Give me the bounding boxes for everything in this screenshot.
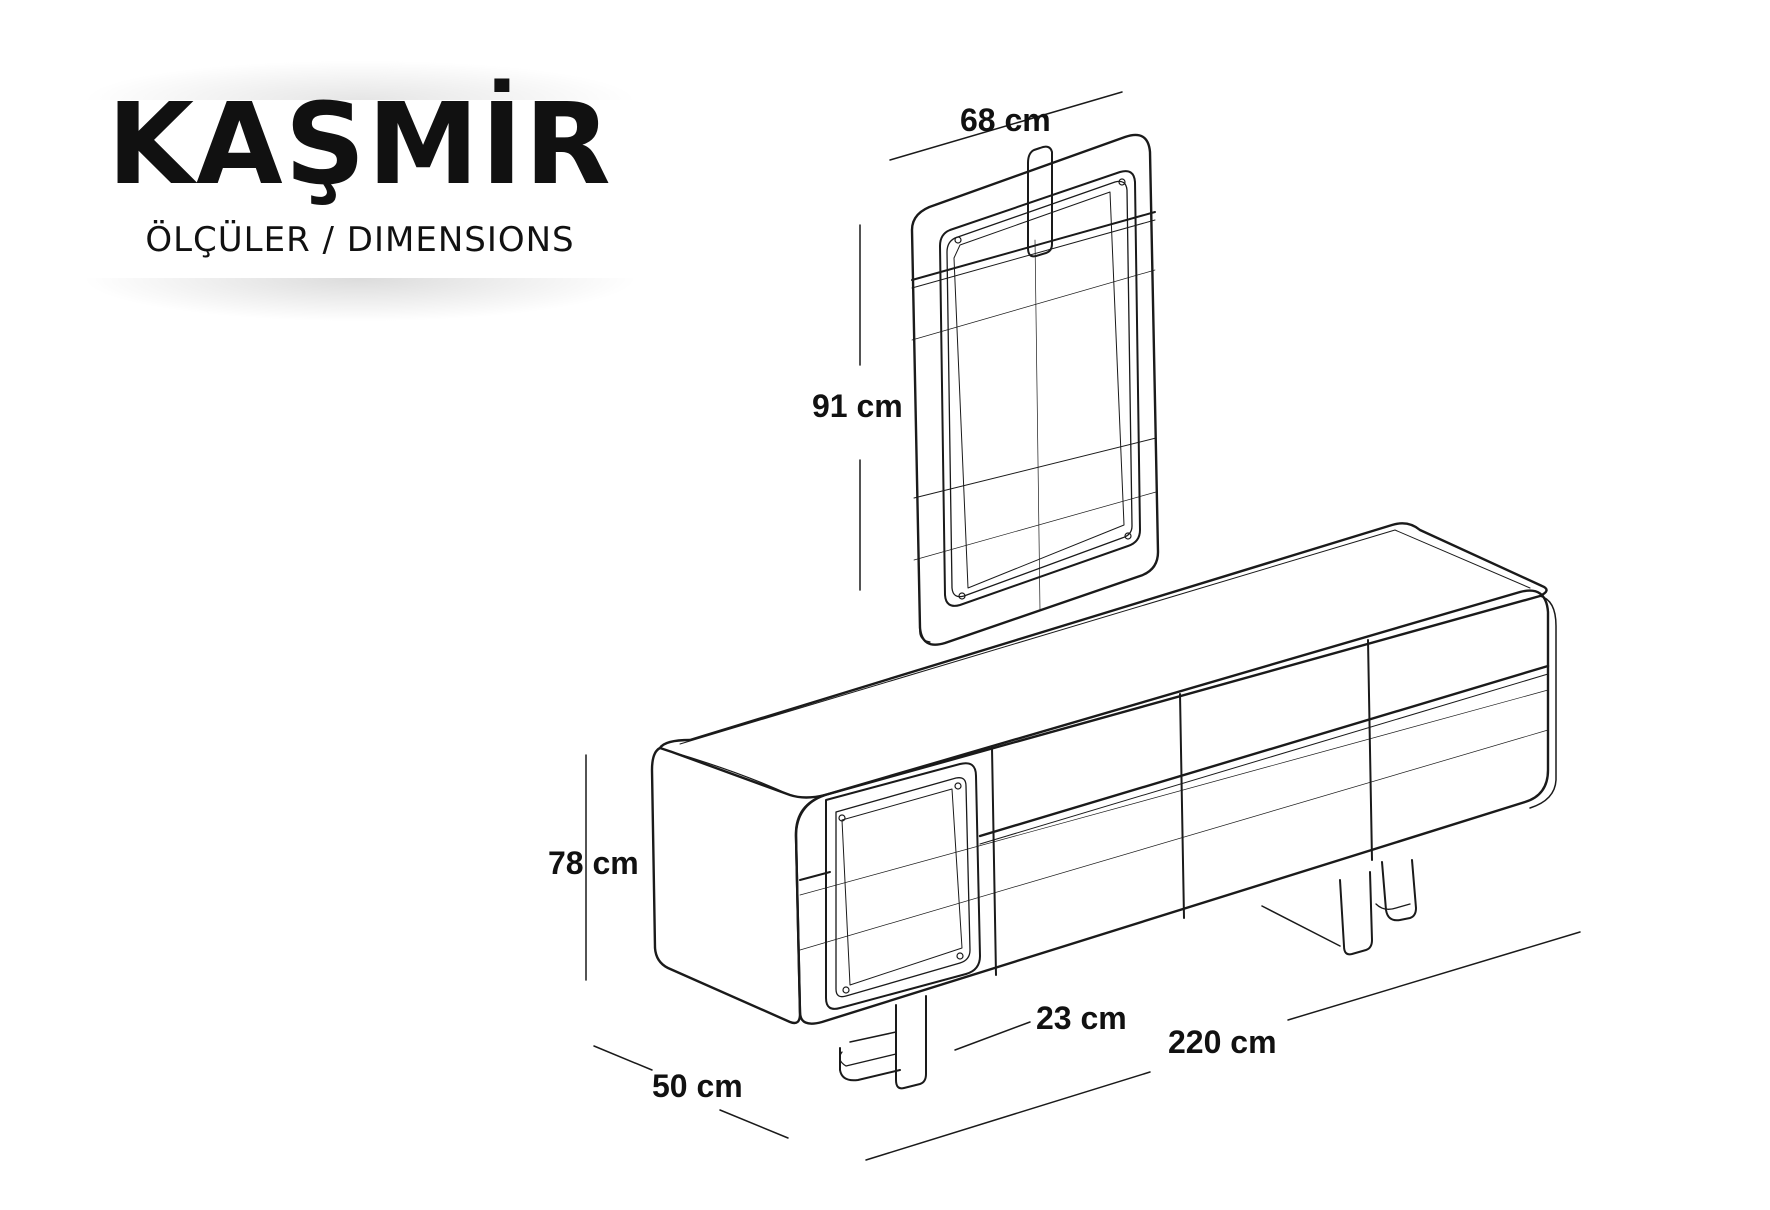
console-leg-left — [895, 995, 927, 1090]
console-height-label: 78 cm — [548, 845, 639, 881]
mirror-inner-panel-3 — [953, 191, 1125, 589]
mirror-screw — [958, 592, 966, 600]
console-construction-h2 — [799, 689, 1549, 896]
console-top-surface — [658, 522, 1548, 799]
mirror-construction-v — [1034, 239, 1041, 611]
brand-subtitle: ÖLÇÜLER / DIMENSIONS — [145, 220, 575, 260]
console-door-screw — [956, 952, 964, 960]
console-width-dimension-line-left — [865, 1071, 1151, 1161]
console-leg-right-bar — [1381, 859, 1417, 922]
mirror-frame-edge — [919, 627, 931, 643]
console-door-screw — [954, 782, 962, 790]
header-shadow-bottom — [80, 278, 640, 322]
mirror-construction-h2 — [913, 491, 1157, 561]
mirror-groove-lower — [913, 437, 1157, 499]
mirror-inner-panel-2 — [946, 180, 1133, 598]
mirror-groove-upper-2 — [911, 219, 1156, 289]
mirror-drawing — [910, 133, 1160, 646]
console-depth-label: 50 cm — [652, 1068, 743, 1104]
mirror-screw — [1118, 178, 1126, 186]
console-right-end — [1529, 595, 1557, 809]
console-construction-h — [799, 729, 1549, 951]
console-leg-dimension-line — [954, 1021, 1031, 1051]
console-front-face — [794, 589, 1550, 1025]
console-door-divider — [991, 747, 997, 976]
console-door-divider — [1179, 693, 1185, 919]
brand-header: KAŞMİR ÖLÇÜLER / DIMENSIONS — [80, 60, 640, 322]
mirror-strap-slot — [1031, 164, 1049, 171]
console-leg-right — [1339, 871, 1373, 956]
console-leg-left-bar — [839, 1047, 901, 1082]
mirror-outer-frame — [910, 133, 1160, 646]
mirror-screw — [954, 236, 962, 244]
console-door-screw — [842, 986, 850, 994]
brand-title: KAŞMİR — [107, 80, 613, 210]
console-width-dimension-line-right — [1287, 931, 1581, 1021]
console-leg-left-bar-2 — [849, 1031, 897, 1043]
console-door-screw — [838, 814, 846, 822]
console-depth-dimension-line — [593, 1045, 653, 1071]
mirror-width-label: 68 cm — [960, 102, 1051, 138]
console-left-door-inner — [835, 777, 971, 998]
mirror-groove-upper — [911, 211, 1156, 281]
console-drawing — [650, 522, 1557, 1090]
console-leg-label: 23 cm — [1036, 1000, 1127, 1036]
mirror-hanging-strap — [1027, 145, 1053, 258]
console-depth-dimension-line-2 — [719, 1109, 789, 1139]
console-left-door-inner-2 — [841, 788, 963, 986]
mirror-construction-h1 — [911, 269, 1156, 341]
mirror-inner-panel — [939, 170, 1141, 607]
console-groove — [978, 664, 1550, 838]
console-top-inner-edge — [679, 529, 1531, 745]
console-groove-2 — [979, 673, 1549, 845]
console-leg-right-base — [1261, 905, 1341, 947]
mirror-height-label: 91 cm — [812, 388, 903, 424]
console-door-divider — [1367, 639, 1373, 861]
mirror-width-dimension-line — [889, 91, 1123, 161]
header-shadow-top — [80, 60, 640, 100]
console-leg-left-tube — [839, 1051, 897, 1067]
console-left-door-frame — [825, 762, 981, 1010]
console-width-label: 220 cm — [1168, 1024, 1277, 1060]
mirror-screw — [1124, 532, 1132, 540]
console-leg-right-tube — [1375, 903, 1411, 910]
console-left-end-curve — [671, 751, 791, 796]
